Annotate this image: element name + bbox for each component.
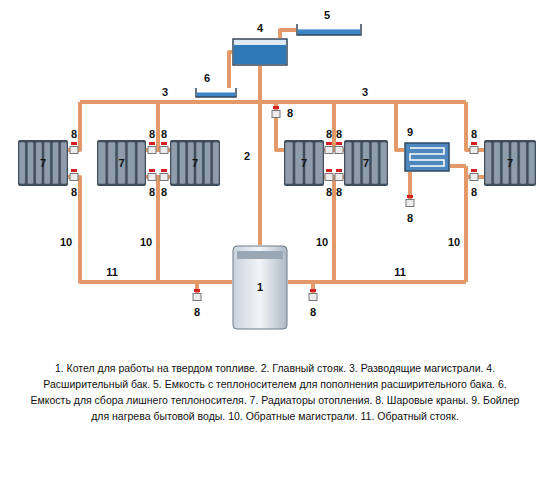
- callout-number: 5: [324, 9, 330, 22]
- callout-number: 1: [257, 281, 263, 294]
- callout-number: 7: [40, 157, 46, 170]
- pipe-connector: [229, 52, 232, 88]
- callout-number: 6: [204, 72, 210, 85]
- overflow-container-outline: [195, 88, 237, 98]
- callout-number: 11: [394, 266, 406, 279]
- callout-number: 8: [161, 186, 167, 199]
- pipe: [324, 102, 344, 282]
- caption: 1. Котел для работы на твердом топливе. …: [28, 360, 522, 424]
- radiator: 7: [170, 140, 220, 186]
- callout-number: 7: [507, 157, 513, 170]
- radiator: 7: [97, 140, 146, 186]
- pipe: [450, 102, 484, 282]
- callout-number: 8: [336, 186, 342, 199]
- callout-number: 10: [60, 236, 72, 249]
- callout-number: 8: [326, 186, 332, 199]
- drain-pipe: [197, 172, 410, 294]
- radiator: 7: [484, 140, 536, 186]
- callout-number: 8: [71, 186, 77, 199]
- radiator: 7: [344, 140, 388, 186]
- feed-container-outline: [296, 24, 362, 36]
- callout-number: 4: [257, 22, 263, 35]
- callout-number: 8: [149, 186, 155, 199]
- callout-number: 8: [287, 107, 293, 120]
- callout-number: 8: [471, 128, 477, 141]
- feed-container: 5: [296, 24, 362, 36]
- callout-number: 8: [310, 306, 316, 319]
- callout-number: 11: [106, 266, 118, 279]
- callout-number: 7: [363, 157, 369, 170]
- supply-main: [80, 100, 466, 104]
- radiator: 7: [284, 140, 324, 186]
- water-heater: 9: [404, 142, 450, 172]
- callout-number: 7: [118, 157, 124, 170]
- boiler: 1: [232, 245, 288, 330]
- pipe-connector: [258, 66, 262, 245]
- callout-number: 8: [407, 212, 413, 225]
- pipe-connector: [280, 30, 296, 38]
- callout-number: 10: [316, 236, 328, 249]
- callout-number: 8: [161, 128, 167, 141]
- callout-number: 3: [362, 86, 368, 99]
- callout-number: 8: [194, 306, 200, 319]
- pipe: [146, 102, 170, 282]
- expansion-tank-outline: [232, 38, 288, 66]
- overflow-container: 6: [195, 88, 237, 98]
- pipe: [276, 102, 284, 150]
- callout-number: 7: [301, 157, 307, 170]
- water-heater-outline: [404, 142, 450, 172]
- callout-number: 3: [162, 86, 168, 99]
- radiator: 7: [18, 140, 68, 186]
- callout-number: 7: [192, 157, 198, 170]
- callout-number: 8: [326, 128, 332, 141]
- callout-number: 8: [149, 128, 155, 141]
- callout-number: 8: [71, 128, 77, 141]
- callout-number: 9: [407, 126, 413, 139]
- callout-number: 10: [448, 236, 460, 249]
- return-pipe: [68, 177, 232, 282]
- callout-number: 8: [336, 128, 342, 141]
- callout-number: 8: [471, 186, 477, 199]
- expansion-tank: 4: [232, 38, 288, 66]
- callout-number: 2: [244, 150, 250, 163]
- pipe: [396, 102, 404, 150]
- callout-number: 10: [140, 236, 152, 249]
